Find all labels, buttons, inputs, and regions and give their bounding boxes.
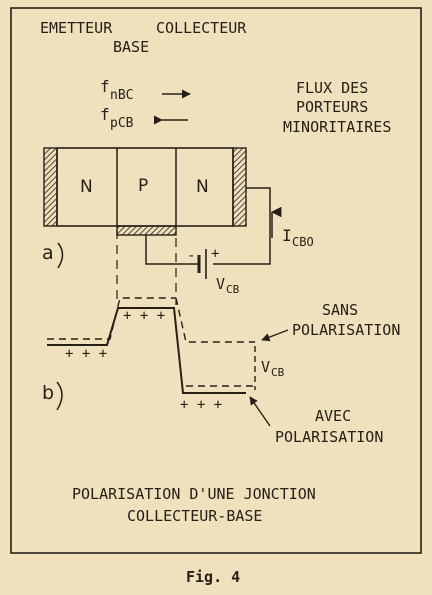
band-avec-polarisation bbox=[47, 307, 246, 394]
part-b-label: b bbox=[42, 382, 54, 404]
avec-label-line1: AVEC bbox=[315, 407, 351, 425]
sans-label-line1: SANS bbox=[322, 301, 358, 319]
flux-label-line2: PORTEURS bbox=[296, 98, 368, 116]
collector-label: COLLECTEUR bbox=[156, 19, 247, 37]
collector-contact bbox=[232, 147, 247, 227]
region-n-emitter: N bbox=[80, 177, 93, 197]
band-sans-polarisation-right bbox=[175, 297, 255, 343]
vcb-subscript-band: CB bbox=[271, 366, 285, 379]
base-wire bbox=[145, 235, 199, 265]
part-a-label: a bbox=[42, 242, 54, 264]
icbo-symbol: I bbox=[282, 226, 292, 245]
fnbc-subscript: nBC bbox=[110, 88, 133, 103]
flux-label-line3: MINORITAIRES bbox=[283, 118, 391, 136]
vcb-subscript-circuit: CB bbox=[226, 283, 240, 296]
emitter-label: EMETTEUR bbox=[40, 19, 113, 37]
flux-label-line1: FLUX DES bbox=[296, 79, 368, 97]
battery-plus-sign: + bbox=[211, 246, 219, 262]
base-contact bbox=[116, 225, 177, 236]
region-n-collector: N bbox=[196, 177, 209, 197]
fpcb-subscript: pCB bbox=[110, 116, 134, 131]
fnbc-symbol: f bbox=[100, 77, 110, 96]
base-label: BASE bbox=[113, 38, 149, 56]
part-a-paren bbox=[57, 242, 64, 269]
vcb-symbol-band: V bbox=[261, 358, 270, 376]
caption-line2: COLLECTEUR-BASE bbox=[127, 507, 262, 525]
figure-frame bbox=[10, 7, 422, 554]
figure-number-label: Fig. 4 bbox=[186, 568, 240, 586]
battery-minus-sign: - bbox=[187, 248, 195, 264]
part-b-paren bbox=[56, 381, 63, 411]
vcb-symbol-circuit: V bbox=[216, 275, 225, 293]
charges-emitter: + + + bbox=[65, 346, 107, 362]
icbo-subscript: CBO bbox=[292, 235, 314, 249]
avec-label-line2: POLARISATION bbox=[275, 428, 383, 446]
charges-collector: + + + bbox=[180, 397, 222, 413]
emitter-contact bbox=[43, 147, 58, 227]
sans-label-line2: POLARISATION bbox=[292, 321, 400, 339]
collector-wire bbox=[213, 187, 271, 265]
region-p-base: P bbox=[138, 176, 148, 196]
sans-pointer-arrow-icon bbox=[261, 329, 289, 342]
charges-base: + + + bbox=[123, 308, 165, 324]
avec-pointer-arrow-icon bbox=[249, 396, 271, 427]
fpcb-symbol: f bbox=[100, 105, 110, 124]
caption-line1: POLARISATION D'UNE JONCTION bbox=[72, 485, 316, 503]
